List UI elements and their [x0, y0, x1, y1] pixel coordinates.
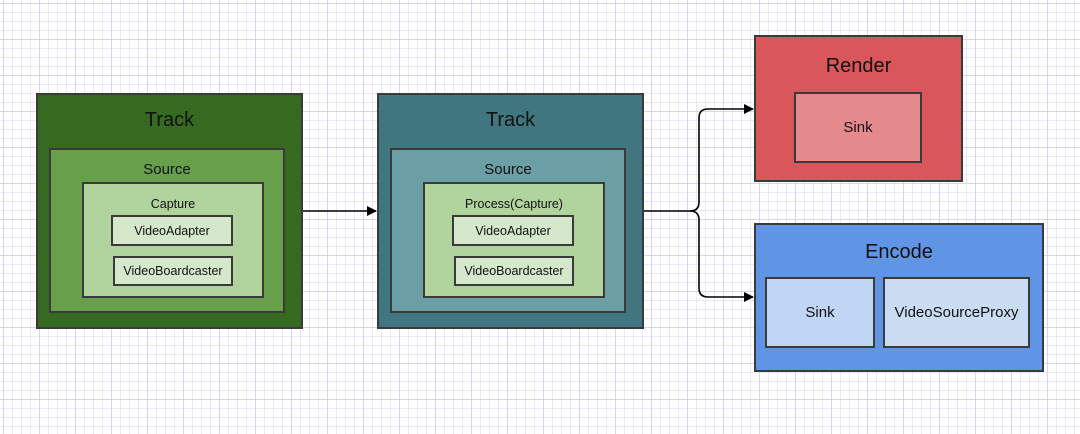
render-sink-node[interactable]: Sink	[794, 92, 922, 163]
track-1-source-title: Source	[143, 161, 191, 178]
track-2-video-boardcaster-label: VideoBoardcaster	[464, 264, 564, 278]
render-sink-label: Sink	[843, 119, 873, 136]
encode-video-source-proxy-label: VideoSourceProxy	[894, 304, 1019, 321]
track-1-video-adapter-label: VideoAdapter	[134, 223, 210, 238]
edge-track2-to-render[interactable]	[644, 104, 754, 212]
track-2-video-adapter-node[interactable]: VideoAdapter	[452, 215, 574, 246]
track-2-title: Track	[485, 109, 536, 131]
encode-title: Encode	[865, 241, 933, 263]
track-1-video-adapter-node[interactable]: VideoAdapter	[111, 215, 233, 246]
render-title: Render	[825, 55, 892, 77]
track-1-capture-title: Capture	[150, 197, 196, 211]
track-1-video-boardcaster-node[interactable]: VideoBoardcaster	[113, 256, 233, 286]
track-1-video-boardcaster-label: VideoBoardcaster	[123, 264, 223, 278]
track-2-video-adapter-label: VideoAdapter	[475, 223, 551, 238]
edge-track2-to-encode[interactable]	[689, 210, 754, 302]
encode-sink-label: Sink	[805, 304, 835, 321]
track-2-process-capture-title: Process(Capture)	[465, 197, 563, 211]
track-2-source-title: Source	[484, 161, 532, 178]
encode-video-source-proxy-node[interactable]: VideoSourceProxy	[883, 277, 1030, 348]
track-1-title: Track	[144, 109, 195, 131]
encode-sink-node[interactable]: Sink	[765, 277, 875, 348]
track-2-video-boardcaster-node[interactable]: VideoBoardcaster	[454, 256, 574, 286]
